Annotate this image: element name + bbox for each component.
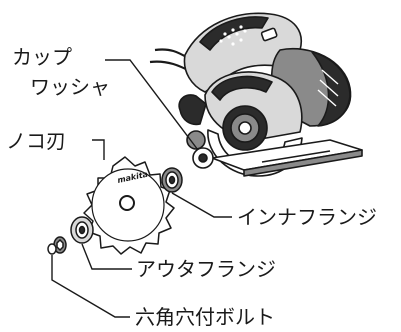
label-hex-bolt: 六角穴付ボルト	[135, 305, 275, 329]
leader-inner-flange	[171, 192, 232, 218]
spindle-shaft	[238, 121, 252, 135]
circular-saw-illustration	[149, 12, 363, 177]
switch-trigger	[260, 27, 278, 42]
hex-bolt-socket	[56, 238, 64, 252]
leader-lines	[51, 59, 232, 318]
depth-knob	[186, 130, 206, 150]
handle-grip	[199, 16, 269, 51]
grip-texture	[219, 25, 247, 46]
label-inner-flange: インナフランジ	[237, 205, 377, 229]
guard-shadow	[211, 75, 273, 101]
saw-blade-arbor-hole	[119, 195, 135, 211]
inner-flange-hole	[168, 175, 176, 185]
label-saw-blade: ノコ刃	[6, 129, 66, 153]
hex-bolt-illustration	[47, 236, 67, 255]
leader-outer-flange	[81, 243, 132, 270]
outer-flange-hole	[78, 225, 86, 235]
spindle-cup-washer-hole	[198, 153, 208, 163]
saw-blade-illustration: makita	[83, 156, 175, 255]
leader-saw-blade	[92, 139, 105, 160]
leader-cup-washer	[105, 59, 199, 151]
outer-flange-illustration	[70, 216, 94, 244]
label-cup-washer-line1: カップ	[12, 45, 72, 69]
label-outer-flange: アウタフランジ	[136, 257, 276, 281]
base-plate-slot	[261, 150, 331, 163]
inner-flange-illustration	[161, 167, 183, 193]
base-plate-edge	[243, 149, 363, 177]
label-cup-washer-line2: ワッシャ	[30, 75, 110, 99]
leader-hex-bolt	[51, 255, 130, 318]
front-knob	[178, 94, 207, 126]
motor-vents	[317, 69, 339, 107]
hex-bolt-cap	[47, 243, 57, 255]
